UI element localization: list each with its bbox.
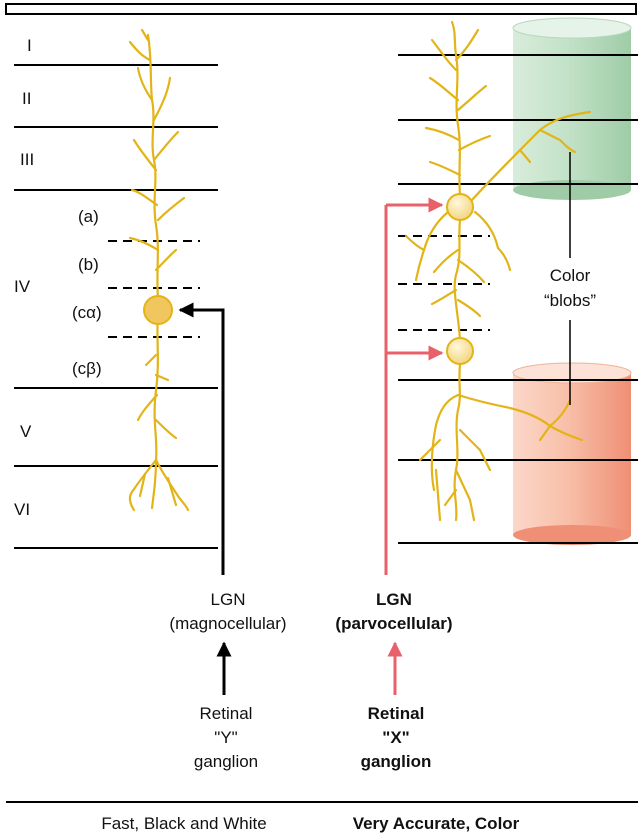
retina-y-label-line2: "Y" xyxy=(214,728,237,747)
left-neuron-soma xyxy=(143,295,173,325)
left-layer-lines xyxy=(14,64,218,549)
layer-label-iv: IV xyxy=(14,277,31,296)
right-lower-neuron-soma xyxy=(446,337,474,365)
lgn-magno-label-line2: (magnocellular) xyxy=(169,614,286,633)
magno-caption: Fast, Black and White xyxy=(101,814,266,833)
magno-projection-arrow xyxy=(178,302,225,575)
retina-x-label-line3: ganglion xyxy=(361,752,432,771)
layer-label-vi: VI xyxy=(14,500,30,519)
parvo-caption: Very Accurate, Color xyxy=(353,814,520,833)
right-layer-lines xyxy=(398,54,638,544)
color-blobs-label-line2: “blobs” xyxy=(544,291,596,310)
retina-x-label-line1: Retinal xyxy=(368,704,425,723)
sublayer-label-b: (b) xyxy=(78,255,99,274)
color-blob-red-cylinder xyxy=(512,362,632,545)
right-lower-neuron xyxy=(418,363,584,522)
lgn-magno-label-line1: LGN xyxy=(211,590,246,609)
layer-label-iii: III xyxy=(20,150,34,169)
layer-label-v: V xyxy=(20,422,32,441)
color-blob-green-cylinder xyxy=(512,17,632,200)
top-border-bar xyxy=(5,3,637,15)
layer-label-i: I xyxy=(27,36,32,55)
lgn-parvo-label-line1: LGN xyxy=(376,590,412,609)
sublayer-label-cbeta: (cβ) xyxy=(72,359,102,378)
right-upper-neuron xyxy=(404,20,592,342)
right-sublayer-dashes xyxy=(398,235,490,331)
retina-x-label-line2: "X" xyxy=(382,728,409,747)
retina-y-label-line1: Retinal xyxy=(200,704,253,723)
left-sublayer-dashes xyxy=(108,240,200,338)
lgn-parvo-label-line2: (parvocellular) xyxy=(335,614,452,633)
sublayer-label-calpha: (cα) xyxy=(72,303,102,322)
right-upper-neuron-soma xyxy=(446,193,474,221)
sublayer-label-a: (a) xyxy=(78,207,99,226)
color-blobs-label-line1: Color xyxy=(550,266,591,285)
left-stellate-neuron xyxy=(128,28,190,512)
layer-label-ii: II xyxy=(22,89,31,108)
retina-y-label-line3: ganglion xyxy=(194,752,258,771)
